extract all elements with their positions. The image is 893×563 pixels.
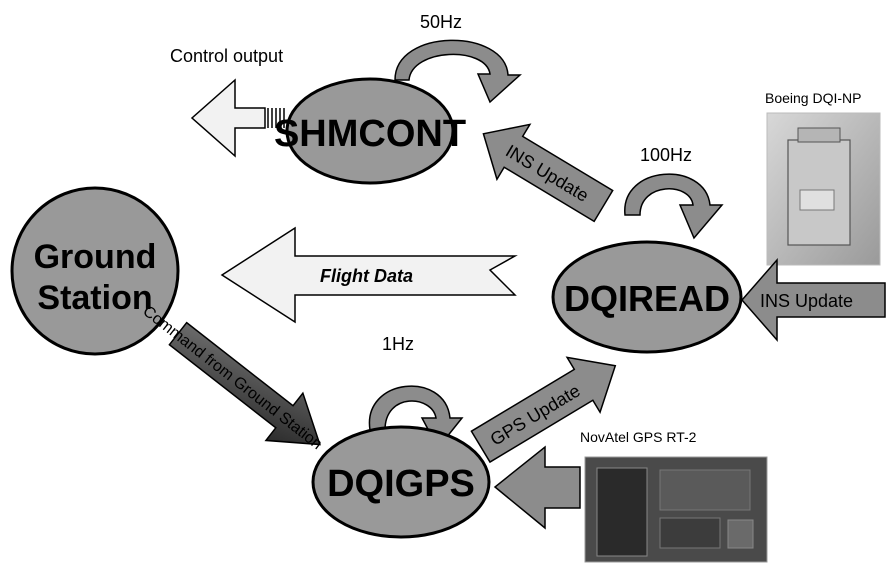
dqiread-loop-arrow [624,173,724,240]
novatel-gps-rt2-image [584,456,768,563]
novatel-device-label: NovAtel GPS RT-2 [580,429,697,445]
dqigps-rate-label: 1Hz [382,334,414,354]
gps-update-arrow: GPS Update [470,356,617,464]
ground-station-node [10,186,180,356]
ground-station-label-line2: Station [37,279,152,317]
shmcont-loop-arrow [394,39,522,104]
ins-update-external-arrow [741,258,886,342]
boeing-device-label: Boeing DQI-NP [765,90,861,106]
ground-station-label-line1: Ground [34,238,157,276]
ins-update-to-shmcont-arrow: INS Update [482,123,614,223]
dqiread-node [551,240,743,354]
dqiread-label: DQIREAD [564,278,730,319]
command-from-ground-label: Command from Ground Station [139,303,325,453]
ins-update-external-label: INS Update [760,291,853,311]
boeing-dqi-np-image [766,112,881,266]
shmcont-rate-label: 50Hz [420,12,462,32]
dqiread-rate-label: 100Hz [640,145,692,165]
shmcont-node [285,77,455,185]
novatel-input-arrow [493,445,581,530]
command-from-ground-arrow: Command from Ground Station [139,303,325,453]
control-output-label: Control output [170,46,283,66]
dqigps-label: DQIGPS [327,463,475,505]
flight-data-arrow [220,226,518,324]
dqigps-node [311,425,491,539]
flight-data-label: Flight Data [320,266,413,286]
shmcont-label: SHMCONT [274,113,466,155]
control-output-arrow [190,78,285,158]
